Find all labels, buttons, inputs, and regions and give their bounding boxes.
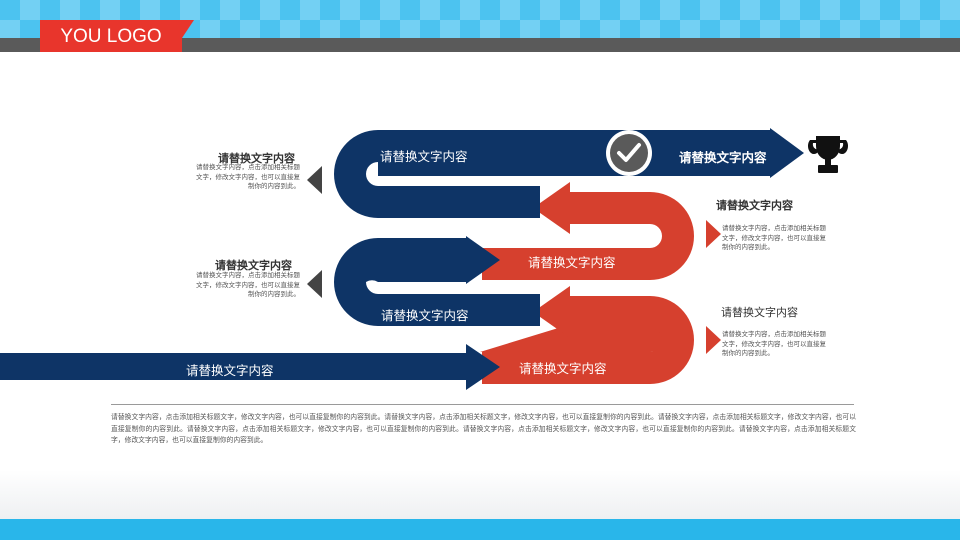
flow-band-navy-middle [334,236,540,326]
footer-band [0,519,960,540]
left-note-1-desc: 请替换文字内容，点击添加相关标题文字，修改文字内容，也可以直接复制你的内容到此。 [196,163,300,190]
step-label-1: 请替换文字内容 [380,149,468,164]
left-note-2-title: 请替换文字内容 [215,259,292,272]
pointer-right-1 [706,220,721,248]
left-note-1-title: 请替换文字内容 [218,152,295,165]
divider [111,404,854,405]
right-note-2-title: 请替换文字内容 [721,306,798,319]
right-note-2-desc: 请替换文字内容，点击添加相关标题文字，修改文字内容，也可以直接复制你的内容到此。 [722,330,826,357]
logo-tab [182,20,194,38]
trophy-icon [807,136,849,173]
step-label-3: 请替换文字内容 [381,308,469,323]
flow-band-red-upper [482,182,694,280]
pointer-left-1 [307,166,322,194]
pointer-right-2 [706,326,721,354]
step-label-2: 请替换文字内容 [528,255,616,270]
step-label-goal: 请替换文字内容 [679,150,767,165]
bottom-fade [0,470,960,519]
pointer-left-2 [307,270,322,298]
step-label-5: 请替换文字内容 [186,363,274,378]
flow-band-navy-bottom [0,344,500,390]
header-gray-bar [0,38,960,52]
right-note-1-desc: 请替换文字内容，点击添加相关标题文字，修改文字内容，也可以直接复制你的内容到此。 [722,224,826,251]
right-note-1-title: 请替换文字内容 [716,199,793,212]
logo: YOU LOGO [40,20,182,52]
flow-band-red-lower [482,286,694,384]
check-circle-icon [606,130,652,176]
left-note-2-desc: 请替换文字内容，点击添加相关标题文字，修改文字内容，也可以直接复制你的内容到此。 [196,271,300,298]
footer-paragraph: 请替换文字内容，点击添加相关标题文字，修改文字内容，也可以直接复制你的内容到此。… [111,413,856,444]
flow-band-navy-top [334,128,804,218]
step-label-4: 请替换文字内容 [519,361,607,376]
